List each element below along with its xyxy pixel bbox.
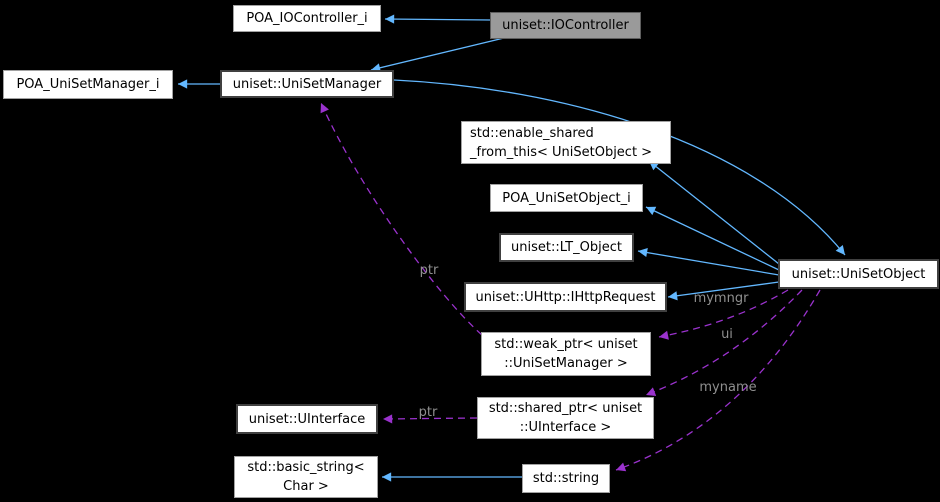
node-label: POA_UniSetObject_i (502, 190, 631, 206)
node-uniset-unisetobject[interactable]: uniset::UniSetObject (778, 259, 939, 289)
edge-weakptr-to-unisetmanager-ptr (320, 102, 483, 336)
node-label: POA_IOController_i (246, 11, 368, 26)
edge-unisetobject-to-sharedptr-ui (645, 289, 803, 396)
node-label: uniset::UInterface (248, 411, 366, 427)
edge-unisetobject-to-lt-object (637, 248, 780, 276)
edge-label-ptr-sharedptr: ptr (418, 405, 438, 420)
edge-label-ptr-weakptr: ptr (419, 263, 439, 278)
edge-unisetobject-to-ihttprequest (667, 281, 780, 301)
edge-iocontroller-to-poa-iocontroller (384, 14, 492, 24)
node-uniset-lt-object[interactable]: uniset::LT_Object (499, 233, 634, 262)
node-std-weak-ptr-unisetmanager[interactable]: std::weak_ptr< uniset ::UniSetManager > (481, 332, 651, 376)
edge-unisetobject-to-poa-unisetobject (645, 206, 780, 271)
node-label-line2: Char > (283, 479, 329, 494)
node-label: uniset::UHttp::IHttpRequest (475, 289, 656, 305)
node-std-basic-string-char[interactable]: std::basic_string< Char > (234, 456, 378, 498)
edge-unisetmanager-to-unisetobject (393, 79, 846, 256)
edge-label-myname: myname (699, 380, 757, 395)
node-label-line1: std::shared_ptr< uniset (488, 401, 643, 416)
node-uniset-uinterface[interactable]: uniset::UInterface (236, 404, 378, 434)
edge-label-ui: ui (721, 327, 733, 342)
node-label-line2: ::UniSetManager > (504, 356, 628, 371)
edge-label-mymngr: mymngr (693, 291, 749, 306)
node-label-line2: ::UInterface > (519, 420, 612, 435)
node-uniset-unisetmanager[interactable]: uniset::UniSetManager (220, 70, 394, 98)
node-uniset-uhttp-ihttprequest[interactable]: uniset::UHttp::IHttpRequest (464, 282, 667, 312)
node-label-line1: std::enable_shared (470, 125, 594, 141)
node-poa-unisetmanager-i[interactable]: POA_UniSetManager_i (3, 70, 173, 99)
node-label: uniset::IOController (502, 18, 629, 33)
node-poa-iocontroller-i[interactable]: POA_IOController_i (233, 5, 381, 32)
edge-unisetobject-to-weakptr-mymngr (658, 289, 789, 340)
node-std-enable-shared-from-this[interactable]: std::enable_shared _from_this< UniSetObj… (461, 121, 671, 164)
node-label-line1: std::basic_string< (247, 460, 365, 475)
node-uniset-iocontroller-current[interactable]: uniset::IOController (490, 12, 641, 39)
node-std-string[interactable]: std::string (522, 464, 610, 493)
node-label: POA_UniSetManager_i (16, 77, 160, 92)
edge-unisetobject-to-string-myname (615, 289, 821, 472)
node-label-line1: std::weak_ptr< uniset (494, 337, 638, 352)
edge-unisetobject-to-enable-shared (648, 160, 780, 265)
node-std-shared-ptr-uinterface[interactable]: std::shared_ptr< uniset ::UInterface > (477, 397, 654, 439)
edge-sharedptr-to-uinterface-ptr (382, 414, 478, 424)
node-label: uniset::UniSetManager (232, 76, 382, 92)
node-label: uniset::UniSetObject (791, 266, 926, 282)
edge-iocontroller-to-unisetmanager (370, 37, 505, 73)
node-label: uniset::LT_Object (511, 240, 622, 255)
node-label: std::string (532, 471, 600, 486)
node-label-line2: _from_this< UniSetObject > (470, 144, 653, 160)
node-poa-unisetobject-i[interactable]: POA_UniSetObject_i (490, 184, 643, 212)
